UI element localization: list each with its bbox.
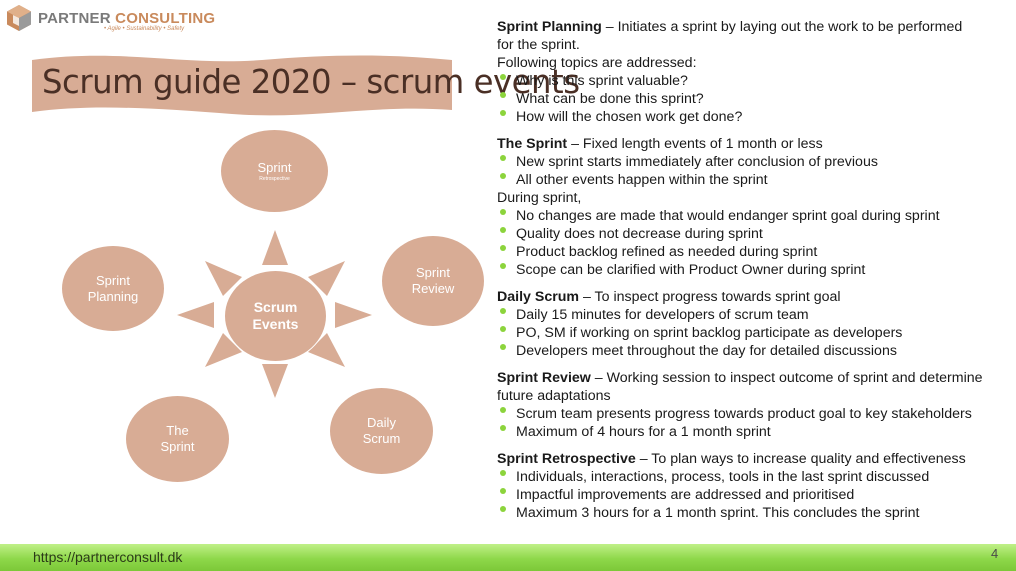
- circle-label-line1: Sprint: [416, 265, 450, 280]
- section-sprint-planning: Sprint Planning – Initiates a sprint by …: [497, 18, 1012, 126]
- section-intro-continued: for the sprint.: [497, 37, 580, 53]
- ray-bottom-left: [205, 333, 242, 367]
- ray-top-left: [205, 261, 242, 296]
- section-heading: Daily Scrum: [497, 289, 580, 305]
- circle-label-line1: The: [166, 423, 189, 438]
- section-intro: Sprint Planning – Initiates a sprint by …: [497, 18, 1012, 36]
- list-item: Quality does not decrease during sprint: [497, 225, 1012, 243]
- section-the-sprint: The Sprint – Fixed length events of 1 mo…: [497, 135, 1012, 279]
- section-intro-text: – Working session to inspect outcome of …: [590, 370, 983, 386]
- circle-daily-scrum: Daily Scrum: [330, 388, 433, 474]
- footer-website-link[interactable]: https://partnerconsult.dk: [33, 549, 183, 565]
- circle-sublabel: Retrospective: [259, 175, 290, 182]
- section-heading: Sprint Review: [497, 370, 591, 386]
- section-subheading: Following topics are addressed:: [497, 55, 697, 71]
- list-item: Maximum of 4 hours for a 1 month sprint: [497, 423, 1012, 441]
- list-item: Why is this sprint valuable?: [497, 72, 1012, 90]
- company-logo: PARTNER CONSULTING • Agile • Sustainabil…: [6, 4, 215, 36]
- list-item: No changes are made that would endanger …: [497, 207, 1012, 225]
- list-item: What can be done this sprint?: [497, 90, 1012, 108]
- circle-label-line1: Daily: [367, 415, 396, 430]
- circle-label-line1: Sprint: [96, 272, 130, 288]
- list-item: Impactful improvements are addressed and…: [497, 486, 1012, 504]
- center-circle-scrum-events: Scrum Events: [224, 270, 327, 362]
- ray-bottom-right: [308, 333, 345, 367]
- title-banner: [32, 55, 452, 116]
- list-item: How will the chosen work get done?: [497, 108, 1012, 126]
- bullet-list: Scrum team presents progress towards pro…: [497, 405, 1012, 441]
- section-intro-text: – Initiates a sprint by laying out the w…: [601, 19, 963, 35]
- list-item: Daily 15 minutes for developers of scrum…: [497, 306, 1012, 324]
- section-intro-text: – To inspect progress towards sprint goa…: [579, 289, 841, 305]
- circle-label-line2: Planning: [87, 288, 139, 304]
- bullet-list: No changes are made that would endanger …: [497, 207, 1012, 279]
- circle-the-sprint: The Sprint: [126, 396, 229, 482]
- section-intro: Sprint Retrospective – To plan ways to i…: [497, 450, 1012, 468]
- list-item: Scope can be clarified with Product Owne…: [497, 261, 1012, 279]
- circle-label-line2: Sprint: [160, 439, 195, 454]
- ray-top-right: [308, 261, 345, 296]
- page-title: Scrum guide 2020 – scrum events: [42, 62, 580, 101]
- sun-rays: [177, 230, 372, 398]
- section-intro: Daily Scrum – To inspect progress toward…: [497, 288, 1012, 306]
- section-sprint-review: Sprint Review – Working session to inspe…: [497, 369, 1012, 441]
- ray-bottom: [262, 364, 288, 398]
- list-item: Scrum team presents progress towards pro…: [497, 405, 1012, 423]
- events-description: Sprint Planning – Initiates a sprint by …: [497, 18, 1012, 531]
- circle-label-line2: Review: [411, 281, 455, 296]
- cube-logo-icon: [7, 5, 31, 31]
- section-intro-text: – To plan ways to increase quality and e…: [635, 451, 966, 467]
- logo-name: PARTNER CONSULTING: [38, 10, 215, 27]
- circle-sprint-planning: Sprint Planning: [62, 246, 164, 331]
- bullet-list: Daily 15 minutes for developers of scrum…: [497, 306, 1012, 360]
- list-item: Maximum 3 hours for a 1 month sprint. Th…: [497, 504, 1012, 522]
- bullet-list: Individuals, interactions, process, tool…: [497, 468, 1012, 522]
- list-item: Individuals, interactions, process, tool…: [497, 468, 1012, 486]
- section-subheading: During sprint,: [497, 190, 582, 206]
- center-label-line2: Events: [252, 316, 299, 332]
- section-heading: Sprint Retrospective: [497, 451, 636, 467]
- logo-name-part1: PARTNER: [38, 10, 111, 27]
- bullet-list: Why is this sprint valuable? What can be…: [497, 72, 1012, 126]
- section-intro-continued: future adaptations: [497, 388, 611, 404]
- circle-sprint-retrospective: Sprint Retrospective: [221, 130, 328, 212]
- ray-right: [335, 302, 372, 328]
- circle-label-line2: Scrum: [362, 431, 401, 446]
- section-intro: The Sprint – Fixed length events of 1 mo…: [497, 135, 1012, 153]
- list-item: All other events happen within the sprin…: [497, 171, 1012, 189]
- logo-name-part2: CONSULTING: [115, 10, 216, 27]
- circle-label: Sprint: [257, 159, 292, 175]
- section-intro-text: – Fixed length events of 1 month or less: [567, 136, 823, 152]
- scrum-events-diagram: Scrum Events Sprint Retrospective Sprint…: [40, 120, 484, 520]
- section-heading: Sprint Planning: [497, 19, 602, 35]
- ray-top: [262, 230, 288, 265]
- center-label-line1: Scrum: [253, 299, 298, 315]
- section-heading: The Sprint: [497, 136, 568, 152]
- list-item: Developers meet throughout the day for d…: [497, 342, 1012, 360]
- section-daily-scrum: Daily Scrum – To inspect progress toward…: [497, 288, 1012, 360]
- list-item: PO, SM if working on sprint backlog part…: [497, 324, 1012, 342]
- page-number: 4: [991, 546, 999, 561]
- list-item: New sprint starts immediately after conc…: [497, 153, 1012, 171]
- ray-left: [177, 302, 214, 328]
- logo-tagline: • Agile • Sustainability • Safety: [104, 26, 185, 32]
- footer-bar: https://partnerconsult.dk 4: [0, 544, 1016, 571]
- bullet-list: New sprint starts immediately after conc…: [497, 153, 1012, 189]
- section-sprint-retrospective: Sprint Retrospective – To plan ways to i…: [497, 450, 1012, 522]
- list-item: Product backlog refined as needed during…: [497, 243, 1012, 261]
- section-intro: Sprint Review – Working session to inspe…: [497, 369, 1012, 387]
- circle-sprint-review: Sprint Review: [382, 236, 484, 326]
